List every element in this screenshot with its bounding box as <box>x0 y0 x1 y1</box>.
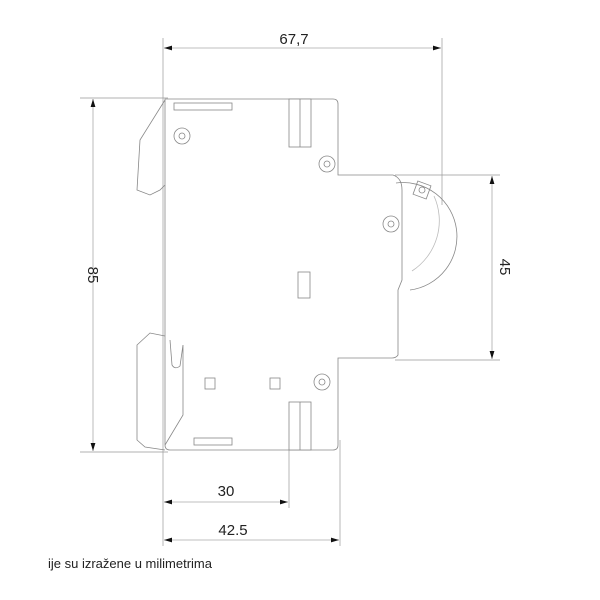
units-caption: ije su izražene u milimetrima <box>48 556 212 571</box>
dimension-rail-to-front: 30 <box>218 483 235 500</box>
dimension-overall-depth: 67,7 <box>279 31 308 48</box>
dimension-height: 85 <box>84 267 101 284</box>
breaker-outline <box>136 98 458 451</box>
dimension-rail-to-back: 42.5 <box>218 522 247 539</box>
dimension-front-height: 45 <box>496 259 513 276</box>
dimension-lines <box>90 45 495 543</box>
